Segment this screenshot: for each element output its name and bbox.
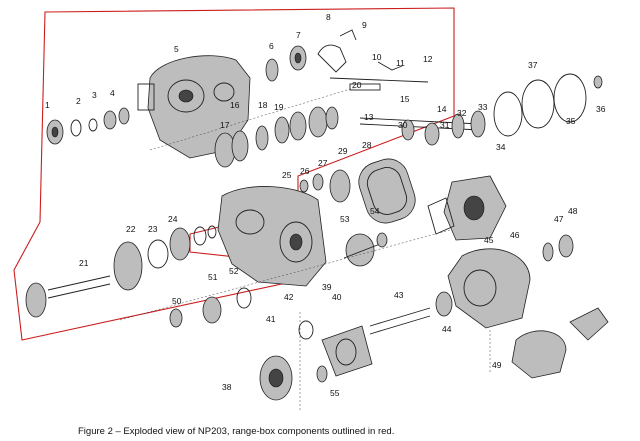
range-box-housing xyxy=(137,55,251,159)
callout-12: 12 xyxy=(423,54,433,64)
callout-2: 2 xyxy=(76,96,81,106)
callout-48: 48 xyxy=(568,206,578,216)
alignment-line xyxy=(149,85,361,151)
callout-55: 55 xyxy=(330,388,340,398)
callout-52: 52 xyxy=(229,266,239,276)
idler-gear xyxy=(343,232,388,267)
callout-1: 1 xyxy=(45,100,50,110)
callout-44: 44 xyxy=(442,324,452,334)
callout-51: 51 xyxy=(208,272,218,282)
callout-38: 38 xyxy=(222,382,232,392)
drive-chain xyxy=(299,158,416,224)
front-output-group xyxy=(169,287,453,401)
callout-10: 10 xyxy=(372,52,382,62)
callout-13: 13 xyxy=(364,112,374,122)
callout-29: 29 xyxy=(338,146,348,156)
callout-26: 26 xyxy=(300,166,310,176)
rear-housing xyxy=(447,234,609,379)
callout-24: 24 xyxy=(168,214,178,224)
callout-35: 35 xyxy=(566,116,576,126)
shift-fork-assembly xyxy=(317,29,429,91)
front-cover-plate xyxy=(427,175,507,241)
callout-20: 20 xyxy=(352,80,362,90)
callout-17: 17 xyxy=(220,120,230,130)
figure-caption: Figure 2 – Exploded view of NP203, range… xyxy=(78,426,395,437)
callout-40: 40 xyxy=(332,292,342,302)
callout-23: 23 xyxy=(148,224,158,234)
callout-41: 41 xyxy=(266,314,276,324)
differential-rings xyxy=(493,73,603,137)
callout-46: 46 xyxy=(510,230,520,240)
rear-output-shaft xyxy=(359,110,486,146)
callout-47: 47 xyxy=(554,214,564,224)
callout-9: 9 xyxy=(362,20,367,30)
callout-18: 18 xyxy=(258,100,268,110)
callout-37: 37 xyxy=(528,60,538,70)
callout-6: 6 xyxy=(269,41,274,51)
callout-34: 34 xyxy=(496,142,506,152)
callout-31: 31 xyxy=(440,120,450,130)
callout-25: 25 xyxy=(282,170,292,180)
callout-11: 11 xyxy=(396,58,405,68)
callout-28: 28 xyxy=(362,140,372,150)
callout-14: 14 xyxy=(437,104,447,114)
range-box-outline xyxy=(13,7,455,341)
alignment-line xyxy=(119,229,451,321)
callout-49: 49 xyxy=(492,360,502,370)
callout-45: 45 xyxy=(484,235,494,245)
range-gears-lower xyxy=(25,225,217,318)
callout-33: 33 xyxy=(478,102,488,112)
callout-8: 8 xyxy=(326,12,331,22)
callout-53: 53 xyxy=(340,214,350,224)
callout-50: 50 xyxy=(172,296,182,306)
callout-36: 36 xyxy=(596,104,606,114)
center-case xyxy=(217,186,327,287)
callout-22: 22 xyxy=(126,224,136,234)
range-gear-cluster xyxy=(214,106,339,168)
callout-27: 27 xyxy=(318,158,328,168)
top-gears xyxy=(265,45,307,82)
callout-42: 42 xyxy=(284,292,294,302)
callout-4: 4 xyxy=(110,88,115,98)
callout-19: 19 xyxy=(274,102,284,112)
callout-7: 7 xyxy=(296,30,301,40)
callout-32: 32 xyxy=(457,108,467,118)
callout-16: 16 xyxy=(230,100,240,110)
callout-30: 30 xyxy=(398,120,408,130)
callout-5: 5 xyxy=(174,44,179,54)
callout-39: 39 xyxy=(322,282,332,292)
callout-54: 54 xyxy=(370,206,380,216)
callout-21: 21 xyxy=(79,258,89,268)
input-shaft-group xyxy=(46,107,130,145)
callout-43: 43 xyxy=(394,290,404,300)
callout-3: 3 xyxy=(92,90,97,100)
callout-15: 15 xyxy=(400,94,410,104)
